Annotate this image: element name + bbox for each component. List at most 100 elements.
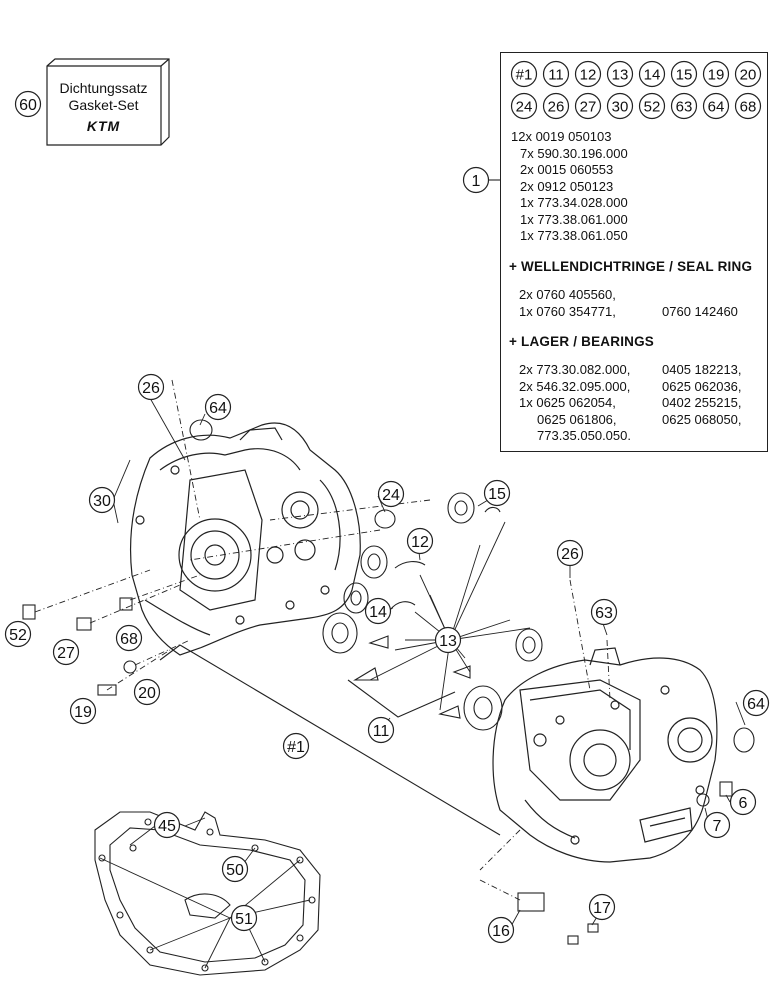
ktm-logo: KTM [86, 118, 121, 134]
kit-callout-circle-text: 15 [676, 66, 693, 83]
callout-11-text: 11 [373, 723, 390, 740]
kit-callout-circle: 52 [638, 92, 666, 120]
bearing-line: 1x 0625 062054,0402 255215, [519, 395, 742, 410]
callout-1: 1 [462, 166, 490, 194]
kit-callout-circle-text: #1 [516, 66, 533, 83]
bearing-line: 0625 061806,0625 068050, [537, 411, 742, 427]
callout-52: 52 [4, 620, 32, 648]
gasket-box-frame [46, 58, 170, 146]
callout-63: 63 [590, 598, 618, 626]
callout-26-text: 26 [561, 546, 579, 563]
callout-45-text: 45 [158, 818, 176, 835]
screw [587, 923, 599, 933]
callout-7-text: 7 [713, 818, 722, 835]
callout-12: 12 [406, 527, 434, 555]
callout-19: 19 [69, 697, 97, 725]
callout-6-text: 6 [739, 795, 748, 812]
callout-6: 6 [729, 788, 757, 816]
seal-line: 1x 0760 354771,0760 142460 [519, 303, 738, 319]
callout-68-text: 68 [120, 631, 138, 648]
kit-callout-circle: #1 [510, 60, 538, 88]
callout-24-text: 24 [382, 487, 400, 504]
callout-60: 60 [14, 90, 42, 118]
dowel-pin [119, 597, 133, 611]
callout-24: 24 [377, 480, 405, 508]
bearing-line: 2x 546.32.095.000,0625 062036, [519, 378, 742, 394]
kit-callout-circle-text: 27 [580, 98, 597, 115]
callout-30-text: 30 [93, 493, 111, 510]
seal-line: 2x 0760 405560, [519, 287, 616, 302]
kit-callout-circle-text: 52 [644, 98, 661, 115]
callout-16-text: 16 [492, 923, 510, 940]
gasket-set-label-de: Dichtungssatz [59, 80, 148, 96]
bearings-left [189, 419, 755, 753]
callout-45: 45 [153, 811, 181, 839]
crankcase-gasket [94, 811, 321, 976]
gasket-set-box: Dichtungssatz Gasket-Set KTM [46, 58, 170, 146]
cover-plate [517, 892, 545, 912]
right-crankcase [492, 647, 718, 863]
gasket-leaders [99, 817, 311, 969]
callout-15: 15 [483, 479, 511, 507]
kit-callout-circle-text: 26 [548, 98, 565, 115]
callout-19-text: 19 [74, 704, 92, 721]
kit-callout-circle: 64 [702, 92, 730, 120]
kit-callout-circle-text: 12 [580, 66, 597, 83]
callout-14-text: 14 [369, 604, 387, 621]
callout-26: 26 [556, 539, 584, 567]
callout-63-text: 63 [595, 605, 613, 622]
reference-line [347, 679, 456, 718]
callout-ref-1-text: #1 [287, 739, 305, 756]
bearing-line: 773.35.050.050. [537, 428, 631, 443]
kit-callout-circle: 27 [574, 92, 602, 120]
bearings-header: + LAGER / BEARINGS [509, 334, 654, 349]
callout-27: 27 [52, 638, 80, 666]
kit-callout-circle: 68 [734, 92, 762, 120]
callout-15-text: 15 [488, 486, 506, 503]
callout-17-text: 17 [593, 900, 611, 917]
kit-callout-circle: 12 [574, 60, 602, 88]
callout-60-text: 60 [19, 97, 37, 114]
reference-line [159, 644, 181, 661]
kit-callout-circle-text: 11 [548, 66, 564, 83]
kit-callout-circle-text: 24 [516, 98, 533, 115]
callout-20-text: 20 [138, 685, 156, 702]
washer [123, 660, 137, 674]
callout-1-text: 1 [472, 173, 481, 190]
retaining-clip [394, 561, 426, 569]
kit-callout-circle: 63 [670, 92, 698, 120]
callout-64-text: 64 [747, 696, 765, 713]
small-plate [353, 667, 379, 681]
plug-screw [719, 781, 733, 797]
callout-ref-1: #1 [282, 732, 310, 760]
callout-27-text: 27 [57, 645, 75, 662]
bearing-line: 2x 773.30.082.000,0405 182213, [519, 362, 742, 377]
callout-64-text: 64 [209, 400, 227, 417]
kit-callout-circle-text: 19 [708, 66, 725, 83]
alignment-lines [34, 379, 611, 901]
callout-51-text: 51 [235, 911, 253, 928]
callout-11: 11 [367, 716, 395, 744]
callout-50: 50 [221, 855, 249, 883]
callout-17: 17 [588, 893, 616, 921]
callout-30: 30 [88, 486, 116, 514]
callout-68: 68 [115, 624, 143, 652]
callout-12-text: 12 [411, 534, 429, 551]
part-line: 7x 590.30.196.000 [520, 145, 628, 161]
part-line: 12x 0019 050103 [511, 129, 612, 144]
callout-7: 7 [703, 811, 731, 839]
kit-callout-circle: 14 [638, 60, 666, 88]
retaining-clip [484, 506, 501, 513]
callout-50-text: 50 [226, 862, 244, 879]
seal-ring-list: 2x 0760 405560, 1x 0760 354771,0760 1424… [519, 287, 759, 320]
callout-20: 20 [133, 678, 161, 706]
retaining-clip [389, 601, 416, 611]
reference-line [179, 644, 501, 836]
part-line: 1x 773.34.028.000 [520, 195, 628, 210]
